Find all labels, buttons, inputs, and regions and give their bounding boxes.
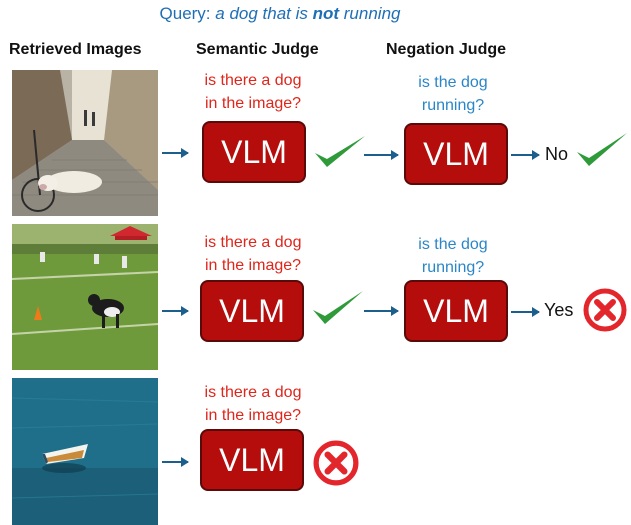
vlm-box-semantic-row3: VLM: [200, 429, 304, 491]
negation-question-row1-line2: running?: [421, 97, 485, 114]
answer-row2: Yes: [544, 300, 574, 320]
arrow-row2-to-answer: [511, 307, 540, 317]
semantic-question-row2: is there a dog in the image?: [190, 231, 316, 277]
semantic-question-row2-line2: in the image?: [204, 257, 302, 274]
query-prefix: Query:: [159, 4, 216, 23]
answer-row1: No: [545, 144, 569, 164]
arrow-row3-to-semantic: [162, 457, 189, 467]
negation-question-row2-line1: is the dog: [418, 236, 488, 253]
vlm-box-semantic-row1: VLM: [202, 121, 306, 183]
check-icon: [577, 133, 627, 166]
arrow-row1-to-semantic: [162, 148, 189, 158]
semantic-question-row3-line2: in the image?: [204, 407, 302, 424]
vlm-box-negation-row2: VLM: [404, 280, 508, 342]
negation-question-row1-line1: is the dog: [418, 74, 488, 91]
query-text-before: a dog that is: [215, 4, 313, 23]
check-icon: [315, 136, 365, 167]
semantic-question-row3: is there a dog in the image?: [190, 381, 316, 427]
negation-question-row2-line2: running?: [421, 259, 485, 276]
cross-circle-icon: [313, 440, 359, 486]
negation-question-row1: is the dog running?: [398, 71, 508, 117]
query-emphasis: not: [312, 4, 340, 23]
vlm-box-semantic-row2: VLM: [200, 280, 304, 342]
cross-circle-icon: [583, 288, 627, 332]
vlm-box-negation-row1: VLM: [404, 123, 508, 185]
header-retrieved-images: Retrieved Images: [9, 41, 142, 58]
header-negation-judge: Negation Judge: [386, 41, 507, 58]
semantic-question-row3-line1: is there a dog: [204, 384, 302, 401]
semantic-question-row1-line1: is there a dog: [204, 72, 302, 89]
header-semantic-judge: Semantic Judge: [196, 41, 319, 58]
arrow-row1-to-negation: [364, 150, 399, 160]
retrieved-image-3: [12, 378, 158, 525]
query-line: Query: a dog that is not running: [0, 4, 560, 24]
retrieved-image-2: [12, 224, 158, 370]
retrieved-image-1: [12, 70, 158, 216]
check-icon: [313, 291, 363, 324]
arrow-row2-to-negation: [364, 306, 399, 316]
semantic-question-row1: is there a dog in the image?: [190, 69, 316, 115]
semantic-question-row2-line1: is there a dog: [204, 234, 302, 251]
negation-question-row2: is the dog running?: [398, 233, 508, 279]
arrow-row1-to-answer: [511, 150, 540, 160]
semantic-question-row1-line2: in the image?: [204, 95, 302, 112]
query-text-after: running: [339, 4, 401, 23]
arrow-row2-to-semantic: [162, 306, 189, 316]
